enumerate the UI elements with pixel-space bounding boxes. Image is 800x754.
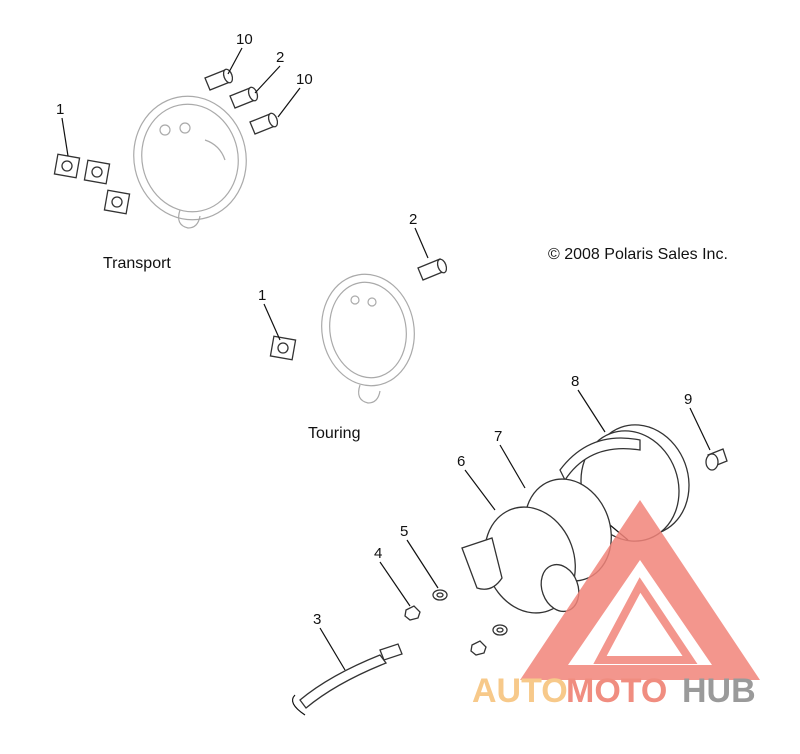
callout-1-transport: 1	[56, 101, 64, 118]
callout-8: 8	[571, 373, 579, 390]
callout-10-bottom: 10	[296, 71, 313, 88]
copyright-notice: © 2008 Polaris Sales Inc.	[548, 246, 728, 263]
callout-9: 9	[684, 391, 692, 408]
transport-headlight-ring	[133, 95, 247, 229]
label-transport: Transport	[103, 255, 171, 272]
speedometer-cable-part-3	[292, 643, 403, 716]
nut-part-4	[404, 605, 487, 656]
bulb-part-2-touring	[417, 258, 448, 281]
watermark-hub: HUB	[682, 672, 756, 710]
gasket-part-1-transport	[53, 153, 131, 215]
watermark-brand-text: AUTO MOTO HUB	[472, 672, 756, 710]
callout-10-top: 10	[236, 31, 253, 48]
bulb-part-10-top	[204, 68, 234, 91]
watermark-auto: AUTO	[472, 672, 568, 710]
callout-6: 6	[457, 453, 465, 470]
watermark-moto: MOTO	[566, 672, 667, 710]
gasket-part-1-touring	[269, 335, 297, 361]
watermark-triangle-logo	[520, 500, 760, 680]
label-touring: Touring	[308, 425, 360, 442]
callout-3: 3	[313, 611, 321, 628]
mount-bracket-part-6	[461, 506, 580, 614]
callout-leaders	[61, 47, 711, 671]
washer-part-5	[432, 589, 508, 636]
callout-2-transport: 2	[276, 49, 284, 66]
callout-7: 7	[494, 428, 502, 445]
touring-headlight-ring	[321, 273, 415, 404]
bulb-part-2-transport	[229, 86, 259, 109]
callout-2-touring: 2	[409, 211, 417, 228]
callout-5: 5	[400, 523, 408, 540]
bulb-part-10-bottom	[249, 112, 279, 135]
callout-4: 4	[374, 545, 382, 562]
screw-part-9	[705, 448, 728, 471]
callout-1-touring: 1	[258, 287, 266, 304]
